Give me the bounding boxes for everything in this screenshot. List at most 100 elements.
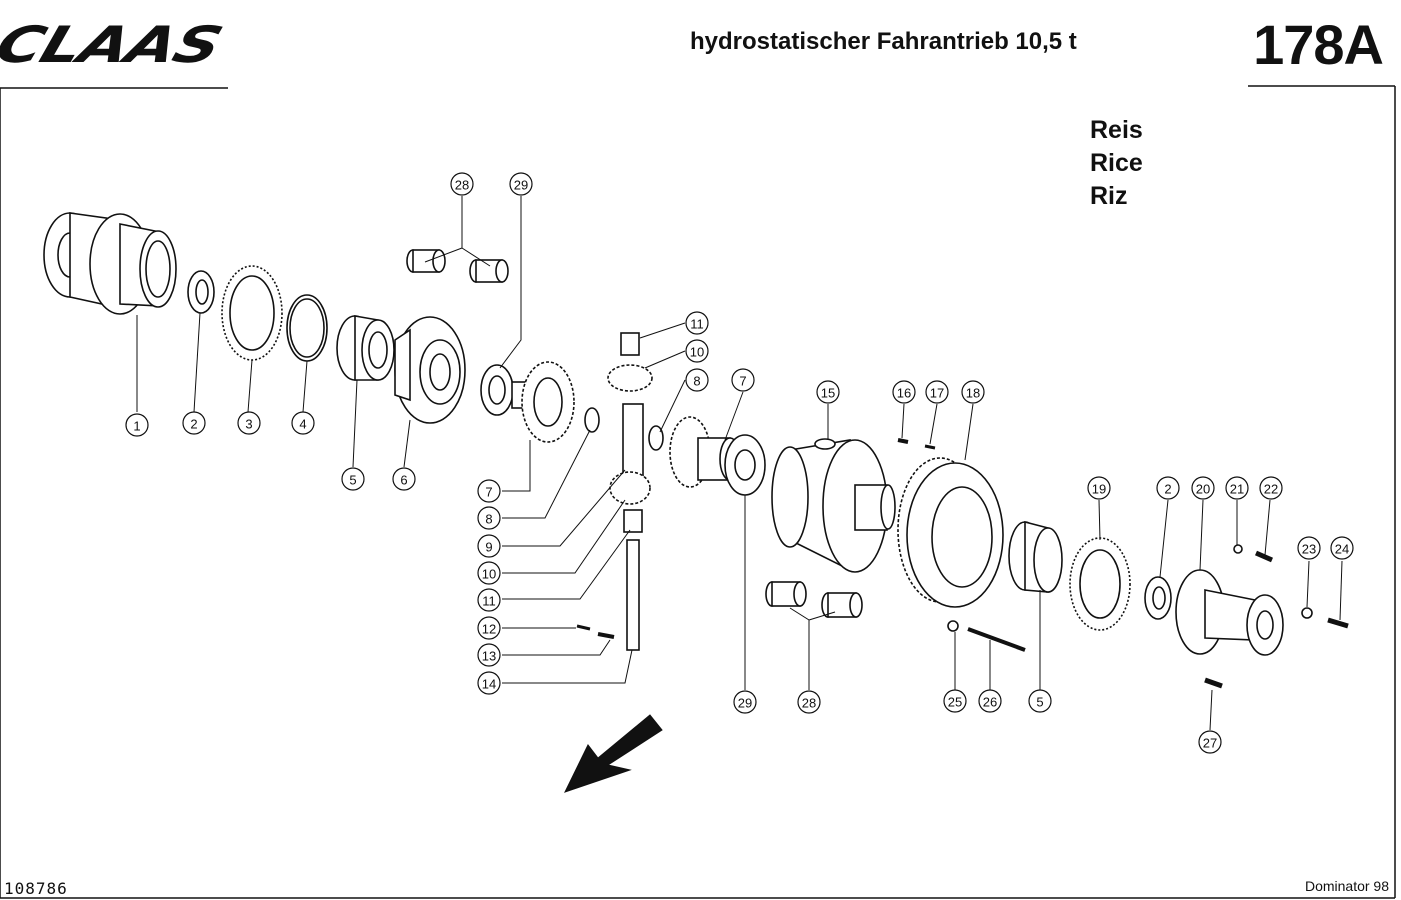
part-28-bushings-lower: [765, 581, 863, 618]
callout-label: 27: [1203, 736, 1217, 751]
callout-23: 23: [1297, 536, 1321, 560]
callout-10: 10: [685, 339, 709, 363]
callout-label: 7: [485, 485, 492, 500]
callout-22: 22: [1259, 476, 1283, 500]
part-2-seal-right: [1144, 576, 1172, 620]
callout-label: 14: [482, 677, 496, 692]
callout-label: 28: [802, 696, 816, 711]
callout-label: 21: [1230, 482, 1244, 497]
callout-14: 14: [477, 671, 501, 695]
callout-label: 16: [897, 386, 911, 401]
callout-label: 5: [349, 473, 356, 488]
callout-label: 29: [738, 696, 752, 711]
part-6-cover: [394, 316, 466, 424]
callout-28: 28: [450, 172, 474, 196]
callout-label: 18: [966, 386, 980, 401]
callout-label: 22: [1264, 482, 1278, 497]
callout-29: 29: [733, 690, 757, 714]
callout-label: 6: [400, 473, 407, 488]
callout-label: 20: [1196, 482, 1210, 497]
callout-label: 2: [1164, 482, 1171, 497]
callout-5: 5: [1028, 689, 1052, 713]
callout-24: 24: [1330, 536, 1354, 560]
callout-label: 12: [482, 622, 496, 637]
part-12-13-pins: [576, 624, 615, 639]
part-16-17-pins: [897, 438, 936, 450]
callout-label: 23: [1302, 542, 1316, 557]
callout-label: 1: [133, 419, 140, 434]
model-name: Dominator 98: [1304, 878, 1389, 894]
direction-arrow: [564, 714, 663, 793]
callout-26: 26: [978, 689, 1002, 713]
part-28-bushings: [406, 249, 509, 283]
callout-label: 29: [514, 178, 528, 193]
callout-label: 7: [739, 374, 746, 389]
callout-label: 10: [482, 567, 496, 582]
callout-7: 7: [477, 479, 501, 503]
callout-21: 21: [1225, 476, 1249, 500]
crop-label-de: Reis: [1090, 116, 1143, 144]
part-7-side-gear: [511, 361, 575, 443]
callout-13: 13: [477, 643, 501, 667]
callout-label: 2: [190, 417, 197, 432]
part-hardware: [947, 544, 1349, 689]
leader-lines: [136, 196, 1343, 731]
callout-label: 8: [693, 374, 700, 389]
callout-label: 15: [821, 386, 835, 401]
part-15-diff-housing: [771, 438, 896, 573]
callout-label: 13: [482, 649, 496, 664]
callout-6: 6: [392, 467, 416, 491]
callout-label: 4: [299, 417, 306, 432]
callout-label: 25: [948, 695, 962, 710]
callout-12: 12: [477, 616, 501, 640]
callout-4: 4: [291, 411, 315, 435]
callout-2: 2: [1156, 476, 1180, 500]
page-number: 178A: [1253, 13, 1384, 76]
callout-8: 8: [685, 368, 709, 392]
crop-label-en: Rice: [1090, 149, 1143, 177]
callout-label: 24: [1335, 542, 1349, 557]
callout-19: 19: [1087, 476, 1111, 500]
part-29-thrust-washer: [480, 364, 514, 416]
crop-label-fr: Riz: [1090, 182, 1128, 210]
callout-label: 28: [455, 178, 469, 193]
page-frame: [0, 85, 1396, 899]
part-5-bearing-right: [1008, 520, 1063, 593]
callout-label: 17: [930, 386, 944, 401]
callout-1: 1: [125, 413, 149, 437]
callout-15: 15: [816, 380, 840, 404]
callout-28: 28: [797, 690, 821, 714]
part-4-o-ring: [286, 294, 328, 362]
callout-3: 3: [237, 411, 261, 435]
callout-18: 18: [961, 380, 985, 404]
part-8-snap-ring: [584, 407, 664, 451]
callout-label: 5: [1036, 695, 1043, 710]
callout-9: 9: [477, 534, 501, 558]
callout-16: 16: [892, 380, 916, 404]
callout-11: 11: [685, 311, 709, 335]
part-3-disc: [221, 265, 283, 361]
callout-29: 29: [509, 172, 533, 196]
part-20-flange: [1175, 569, 1284, 656]
callout-label: 26: [983, 695, 997, 710]
part-1-flange-housing: [43, 212, 177, 315]
callout-11: 11: [477, 588, 501, 612]
callout-5: 5: [341, 467, 365, 491]
callout-25: 25: [943, 689, 967, 713]
callout-17: 17: [925, 380, 949, 404]
callout-8: 8: [477, 506, 501, 530]
callout-label: 10: [690, 345, 704, 360]
callout-10: 10: [477, 561, 501, 585]
callout-20: 20: [1191, 476, 1215, 500]
callout-label: 9: [485, 540, 492, 555]
part-18-ring-gear: [897, 457, 1004, 608]
document-number: 108786: [4, 879, 68, 898]
part-9-10-11-pinion-set: [607, 332, 653, 651]
callout-label: 11: [690, 317, 704, 332]
part-5-bearing: [336, 315, 395, 381]
part-19-disc: [1069, 537, 1131, 631]
part-29-thrust-washer-right: [724, 434, 766, 496]
callout-label: 11: [482, 594, 496, 609]
callout-label: 8: [485, 512, 492, 527]
